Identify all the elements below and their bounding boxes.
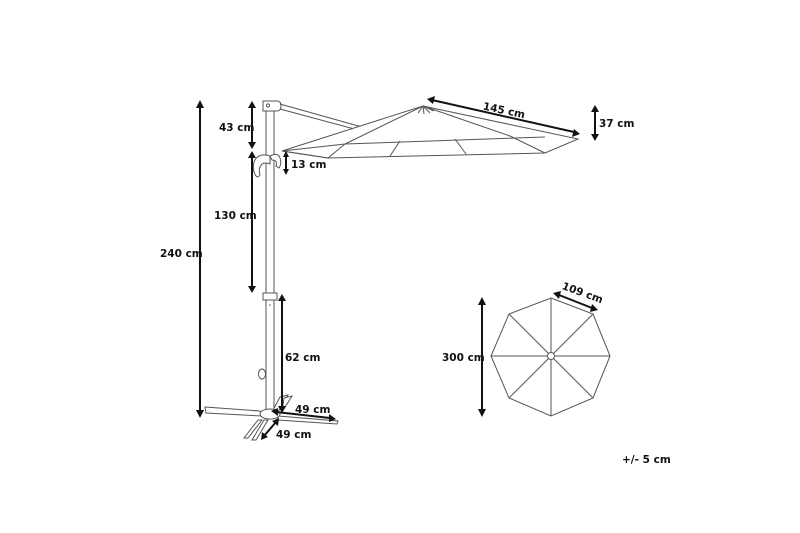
canopy [281, 105, 580, 159]
label-diameter: 300 cm [442, 352, 485, 364]
label-top-segment: 43 cm [219, 122, 254, 134]
top-bracket [262, 100, 282, 112]
tilt-knob [258, 368, 266, 380]
label-total-height: 240 cm [160, 248, 203, 260]
dim-top-segment [248, 101, 256, 149]
dim-canopy-height [591, 105, 599, 141]
octagon-canopy [490, 297, 611, 417]
support-arm [279, 103, 363, 131]
tolerance-note: +/- 5 cm [622, 454, 671, 466]
dim-diameter [478, 297, 486, 417]
label-crank-offset: 13 cm [291, 159, 326, 171]
dim-base-length [271, 408, 336, 422]
label-mid-segment: 130 cm [214, 210, 257, 222]
pole [262, 108, 278, 412]
crank-handle [252, 153, 282, 178]
hub-icon [547, 352, 555, 360]
dim-lower-segment [278, 294, 286, 413]
label-base-width: 49 cm [276, 429, 311, 441]
dim-mid-segment [248, 151, 256, 293]
dim-panel-width [553, 291, 598, 312]
label-base-length: 49 cm [295, 404, 330, 416]
label-panel-width: 109 cm [560, 280, 604, 306]
dim-total-height [196, 100, 204, 418]
dim-base-width [261, 418, 279, 440]
label-lower-segment: 62 cm [285, 352, 320, 364]
side-view: 240 cm 43 cm 130 cm 13 cm 62 cm [160, 96, 634, 441]
dim-canopy-rib [427, 96, 580, 137]
label-canopy-rib: 145 cm [482, 101, 526, 122]
label-canopy-height: 37 cm [599, 118, 634, 130]
dim-crank-offset [283, 151, 289, 175]
top-view: 300 cm 109 cm [442, 280, 611, 417]
cross-base [204, 394, 339, 441]
